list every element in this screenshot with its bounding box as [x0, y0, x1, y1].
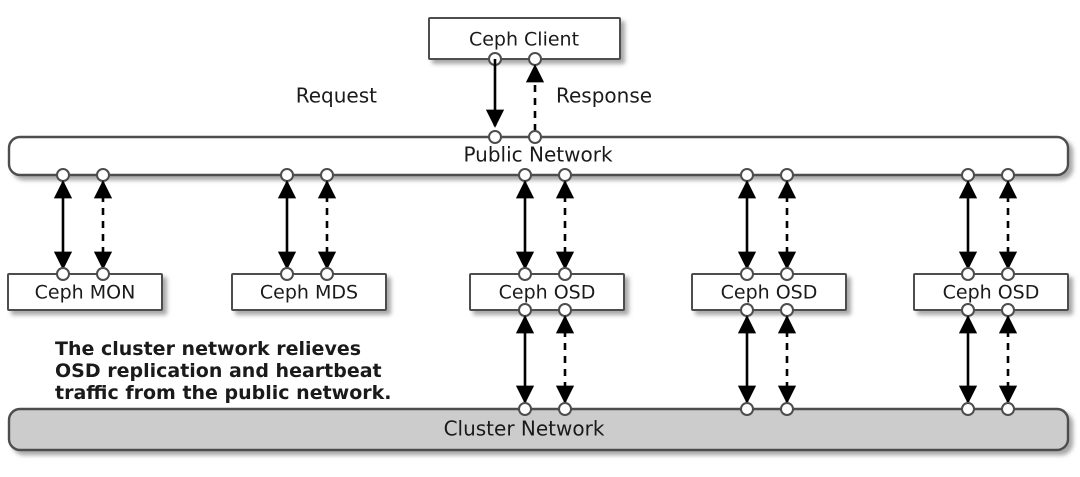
port-osd3-bottom-dashed — [1001, 303, 1015, 317]
port-osd1-bottom-solid — [518, 303, 532, 317]
port-cluster-osd2-solid — [740, 402, 754, 416]
port-public-osd3-solid — [961, 168, 975, 182]
link-public-osd3 — [958, 180, 1018, 270]
port-public-osd3-dashed — [1001, 168, 1015, 182]
ceph-osd-2-label: Ceph OSD — [721, 282, 818, 304]
note-line-1: The cluster network relieves — [55, 338, 361, 360]
ceph-mon-box[interactable] — [7, 273, 163, 311]
port-osd3-top-dashed — [1001, 267, 1015, 281]
daemon-node-ceph-osd-2[interactable]: Ceph OSD — [691, 267, 847, 317]
link-cluster-osd2 — [737, 315, 797, 404]
link-cluster-osd3 — [958, 315, 1018, 404]
port-mon-top-dashed — [96, 267, 110, 281]
port-mon-top-solid — [56, 267, 70, 281]
ceph-osd-3-label: Ceph OSD — [943, 282, 1040, 304]
link-public-osd1 — [515, 180, 575, 270]
daemon-node-ceph-mds[interactable]: Ceph MDS — [231, 267, 387, 311]
link-cluster-osd1 — [515, 315, 575, 404]
ceph-osd-1-box[interactable] — [469, 273, 625, 311]
port-public-mds-dashed — [320, 168, 334, 182]
ceph-mon-label: Ceph MON — [35, 282, 136, 304]
link-public-osd2 — [737, 180, 797, 270]
note-line-2: OSD replication and heartbeat — [55, 360, 382, 382]
port-public-mon-dashed — [96, 168, 110, 182]
ceph-client-box[interactable] — [428, 17, 621, 60]
port-client-response — [528, 52, 542, 66]
ceph-osd-2-box[interactable] — [691, 273, 847, 311]
port-osd3-bottom-solid — [961, 303, 975, 317]
ceph-mds-box[interactable] — [231, 273, 387, 311]
port-public-osd1-solid — [518, 168, 532, 182]
port-osd1-bottom-dashed — [558, 303, 572, 317]
link-public-mds — [277, 180, 337, 270]
port-cluster-osd3-dashed — [1001, 402, 1015, 416]
daemon-node-ceph-osd-3[interactable]: Ceph OSD — [913, 267, 1069, 317]
public-network-label: Public Network — [463, 143, 612, 167]
port-osd2-bottom-solid — [740, 303, 754, 317]
port-osd3-top-solid — [961, 267, 975, 281]
ceph-osd-1-label: Ceph OSD — [499, 282, 596, 304]
note-line-3: traffic from the public network. — [55, 382, 392, 404]
cluster-network-note: The cluster network relieves OSD replica… — [55, 338, 392, 404]
public-network-bar[interactable]: Public Network — [7, 130, 1070, 182]
port-osd1-top-dashed — [558, 267, 572, 281]
port-cluster-osd3-solid — [961, 402, 975, 416]
cluster-network-bar[interactable]: Cluster Network — [7, 402, 1070, 452]
request-label: Request — [296, 84, 377, 108]
ceph-osd-3-box[interactable] — [913, 273, 1069, 311]
port-osd2-top-dashed — [780, 267, 794, 281]
port-mds-top-dashed — [320, 267, 334, 281]
port-public-top-response — [528, 130, 542, 144]
port-public-osd2-dashed — [780, 168, 794, 182]
cluster-network-label: Cluster Network — [444, 417, 605, 441]
port-osd1-top-solid — [518, 267, 532, 281]
cluster-network-rect[interactable] — [7, 407, 1070, 452]
port-cluster-osd1-dashed — [558, 402, 572, 416]
port-cluster-osd1-solid — [518, 402, 532, 416]
port-osd2-bottom-dashed — [780, 303, 794, 317]
daemon-node-ceph-osd-1[interactable]: Ceph OSD — [469, 267, 625, 317]
port-public-mds-solid — [280, 168, 294, 182]
port-cluster-osd2-dashed — [780, 402, 794, 416]
link-public-mon — [53, 180, 113, 270]
ceph-mds-label: Ceph MDS — [260, 282, 358, 304]
port-public-top-request — [488, 130, 502, 144]
port-public-osd2-solid — [740, 168, 754, 182]
daemon-node-ceph-mon[interactable]: Ceph MON — [7, 267, 163, 311]
ceph-client-node[interactable]: Ceph Client — [428, 17, 621, 66]
response-label: Response — [556, 84, 652, 108]
port-public-osd1-dashed — [558, 168, 572, 182]
port-public-mon-solid — [56, 168, 70, 182]
port-osd2-top-solid — [740, 267, 754, 281]
port-mds-top-solid — [280, 267, 294, 281]
ceph-client-label: Ceph Client — [469, 29, 579, 51]
